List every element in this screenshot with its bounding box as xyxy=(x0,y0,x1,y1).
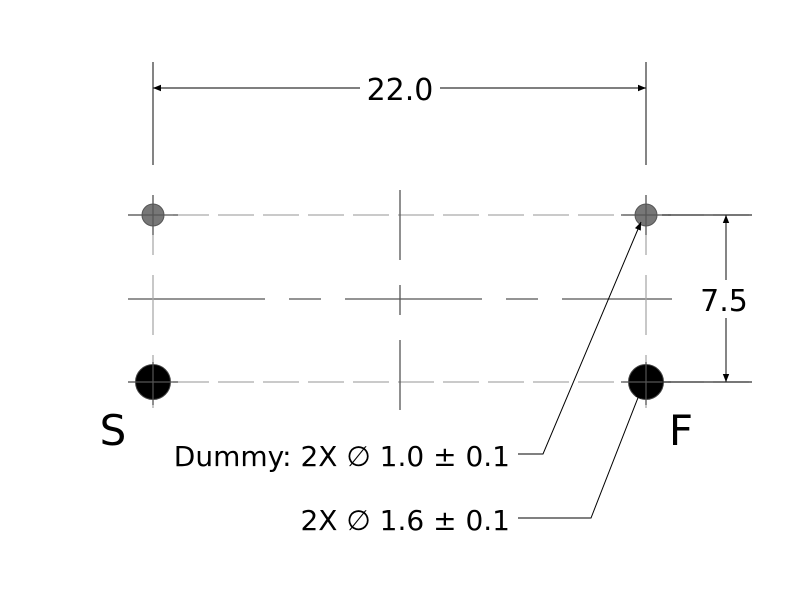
callout-dummy: Dummy: 2X ∅ 1.0 ± 0.1 xyxy=(174,440,510,473)
label-f: F xyxy=(669,406,693,455)
vertical-dimension-value: 7.5 xyxy=(700,284,748,319)
horizontal-dimension xyxy=(152,62,647,165)
leaders xyxy=(518,221,642,519)
dummy-leader xyxy=(518,221,642,455)
label-s: S xyxy=(100,406,127,455)
pin-leader xyxy=(518,389,642,519)
vertical-dimension xyxy=(662,214,752,383)
callout-pins: 2X ∅ 1.6 ± 0.1 xyxy=(300,504,510,537)
horizontal-dimension-value: 22.0 xyxy=(367,73,434,108)
